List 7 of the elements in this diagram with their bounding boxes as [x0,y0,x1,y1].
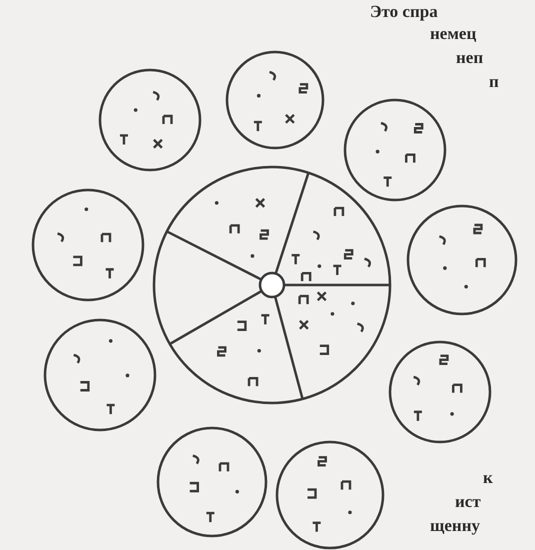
text-fragment: ист [455,492,481,512]
text-fragment: к [483,468,493,488]
text-fragment: неп [456,48,484,68]
text-fragment: Это спра [370,2,438,22]
text-fragment: п [489,72,499,92]
text-fragment: немец [430,24,476,44]
text-fragment: щенну [430,516,480,536]
